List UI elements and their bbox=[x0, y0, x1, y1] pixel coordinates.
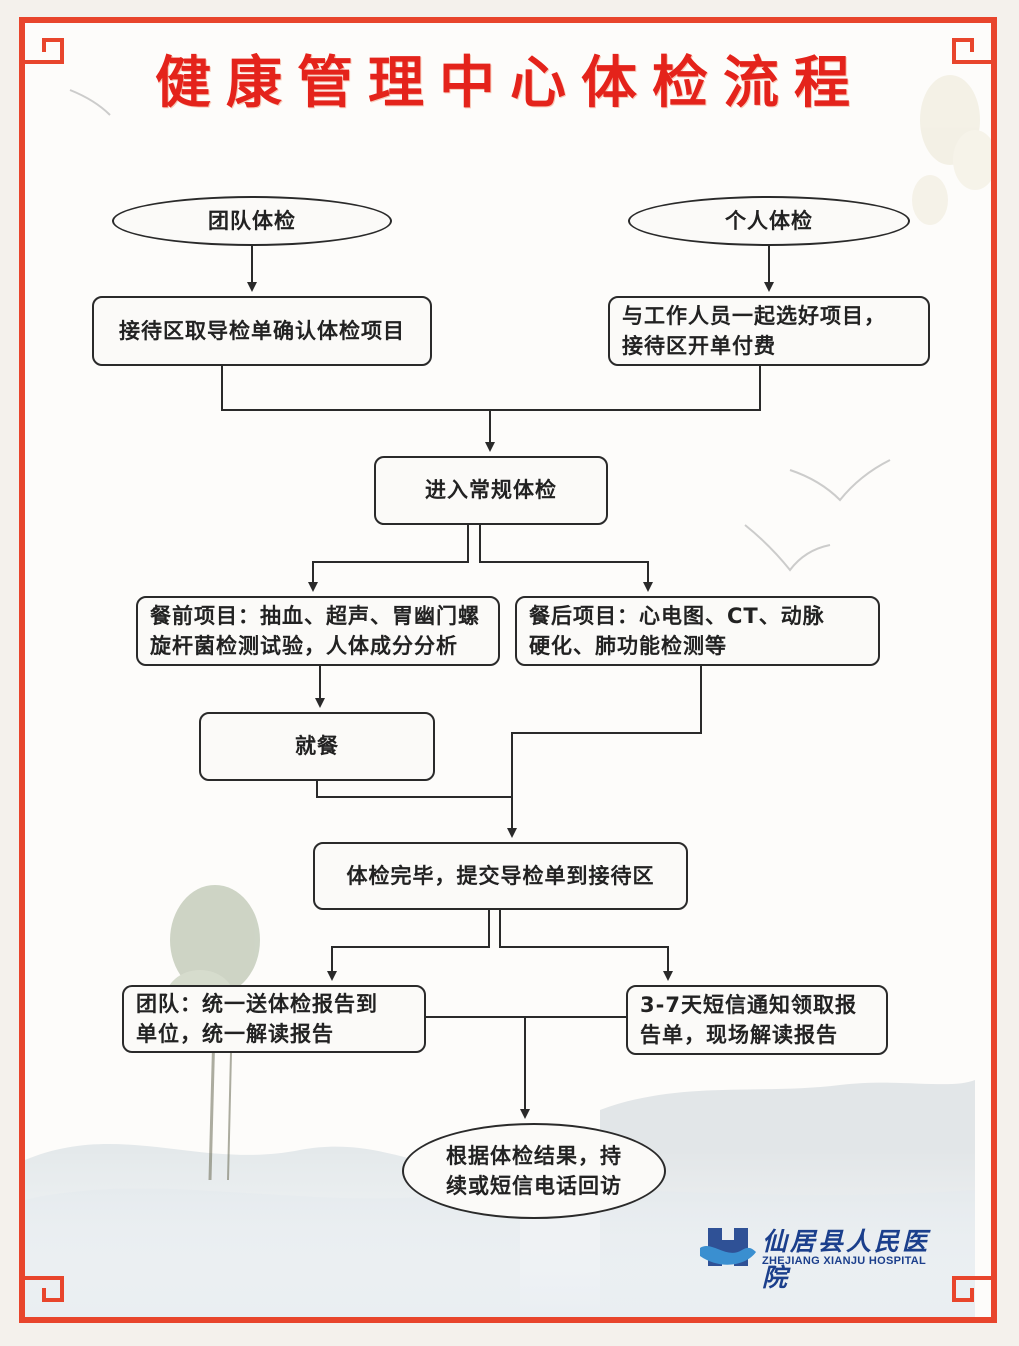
node-after-meal-label: 餐后项目：心电图、CT、动脉 硬化、肺功能检测等 bbox=[529, 603, 825, 658]
node-team-reception-label: 接待区取导检单确认体检项目 bbox=[119, 318, 405, 343]
node-sms-report: 3-7天短信通知领取报 告单，现场解读报告 bbox=[626, 985, 888, 1055]
node-sms-report-label: 3-7天短信通知领取报 告单，现场解读报告 bbox=[640, 992, 857, 1047]
node-before-meal: 餐前项目：抽血、超声、胃幽门螺 旋杆菌检测试验，人体成分分析 bbox=[136, 596, 500, 666]
node-exam-complete: 体检完毕，提交导检单到接待区 bbox=[313, 842, 688, 910]
node-before-meal-label: 餐前项目：抽血、超声、胃幽门螺 旋杆菌检测试验，人体成分分析 bbox=[150, 603, 480, 658]
node-follow-up-label: 根据体检结果，持 续或短信电话回访 bbox=[446, 1143, 622, 1198]
node-meal: 就餐 bbox=[199, 712, 435, 781]
flow-connectors bbox=[221, 246, 774, 1119]
node-individual-exam: 个人体检 bbox=[628, 196, 910, 246]
connector-after-meal-down bbox=[507, 666, 702, 838]
arrow-routine-to-before-meal bbox=[308, 525, 469, 592]
hospital-name-en: ZHEJIANG XIANJU HOSPITAL bbox=[762, 1255, 927, 1267]
node-routine-exam: 进入常规体检 bbox=[374, 456, 608, 525]
decorative-frame bbox=[19, 17, 997, 1323]
node-after-meal: 餐后项目：心电图、CT、动脉 硬化、肺功能检测等 bbox=[515, 596, 880, 666]
node-individual-reception-label: 与工作人员一起选好项目， 接待区开单付费 bbox=[622, 303, 886, 358]
arrow-complete-to-team-report bbox=[327, 910, 490, 981]
hospital-logo-icon bbox=[700, 1228, 756, 1266]
connector-meal-merge bbox=[316, 781, 512, 798]
node-individual-reception: 与工作人员一起选好项目， 接待区开单付费 bbox=[608, 296, 930, 366]
landscape-decoration bbox=[25, 75, 997, 1320]
node-team-exam: 团队体检 bbox=[112, 196, 392, 246]
node-team-report-label: 团队：统一送体检报告到 单位，统一解读报告 bbox=[136, 991, 378, 1046]
arrow-complete-to-sms-report bbox=[499, 910, 673, 981]
poster-title: 健康管理中心体检流程 bbox=[155, 50, 865, 116]
node-team-reception: 接待区取导检单确认体检项目 bbox=[92, 296, 432, 366]
node-individual-exam-label: 个人体检 bbox=[725, 208, 813, 233]
arrow-routine-to-after-meal bbox=[479, 525, 653, 592]
node-exam-complete-label: 体检完毕，提交导检单到接待区 bbox=[346, 863, 655, 888]
node-follow-up: 根据体检结果，持 续或短信电话回访 bbox=[402, 1123, 666, 1219]
node-routine-exam-label: 进入常规体检 bbox=[425, 478, 557, 503]
node-meal-label: 就餐 bbox=[295, 734, 339, 759]
hospital-name-cn: 仙居县人民医院 bbox=[762, 1227, 931, 1292]
node-team-exam-label: 团队体检 bbox=[208, 208, 296, 233]
node-team-report: 团队：统一送体检报告到 单位，统一解读报告 bbox=[122, 985, 426, 1053]
